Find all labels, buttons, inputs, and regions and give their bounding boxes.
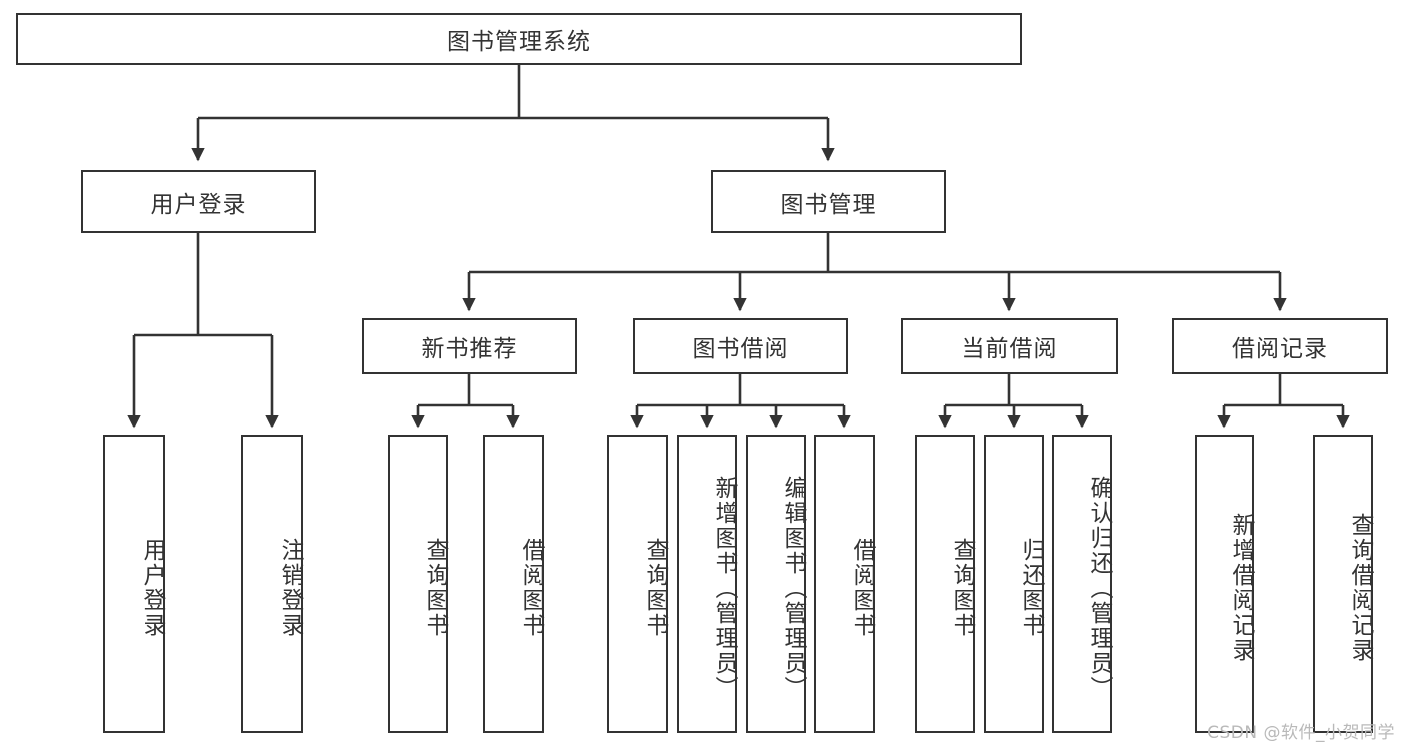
node-leaf-borrow-book-1-label: 借阅图书 [518, 538, 544, 638]
node-borrow-record-label: 借阅记录 [1232, 336, 1328, 362]
node-leaf-confirm-return[interactable]: 确认归还（管理员） [1052, 435, 1112, 733]
node-book-manage[interactable]: 图书管理 [711, 170, 946, 233]
node-leaf-add-record-label: 新增借阅记录 [1228, 513, 1254, 663]
node-leaf-return-book-label: 归还图书 [1018, 538, 1044, 638]
node-leaf-query-record-label: 查询借阅记录 [1347, 513, 1373, 663]
node-user-login-label: 用户登录 [150, 191, 247, 218]
node-leaf-user-login[interactable]: 用户登录 [103, 435, 165, 733]
node-root-label: 图书管理系统 [447, 29, 591, 55]
node-borrow-record[interactable]: 借阅记录 [1172, 318, 1388, 374]
node-leaf-add-book[interactable]: 新增图书（管理员） [677, 435, 737, 733]
node-current-borrow-label: 当前借阅 [961, 336, 1058, 362]
node-new-book-recommend[interactable]: 新书推荐 [362, 318, 577, 374]
node-book-manage-label: 图书管理 [780, 191, 877, 218]
node-leaf-confirm-return-label: 确认归还（管理员） [1086, 475, 1112, 701]
node-book-borrow-label: 图书借阅 [692, 336, 789, 362]
node-leaf-edit-book[interactable]: 编辑图书（管理员） [746, 435, 806, 733]
node-leaf-add-book-label: 新增图书（管理员） [711, 475, 737, 701]
node-leaf-user-login-label: 用户登录 [139, 538, 165, 638]
watermark: CSDN @软件_小贺同学 [1207, 723, 1395, 743]
node-leaf-borrow-book-1[interactable]: 借阅图书 [483, 435, 544, 733]
node-leaf-query-record[interactable]: 查询借阅记录 [1313, 435, 1373, 733]
node-book-borrow[interactable]: 图书借阅 [633, 318, 848, 374]
node-leaf-edit-book-label: 编辑图书（管理员） [780, 475, 806, 701]
node-user-login[interactable]: 用户登录 [81, 170, 316, 233]
node-leaf-query-book-1[interactable]: 查询图书 [388, 435, 448, 733]
node-root[interactable]: 图书管理系统 [16, 13, 1022, 65]
node-new-book-recommend-label: 新书推荐 [421, 336, 518, 362]
node-leaf-return-book[interactable]: 归还图书 [984, 435, 1044, 733]
node-leaf-logout[interactable]: 注销登录 [241, 435, 303, 733]
node-leaf-borrow-book-2-label: 借阅图书 [849, 538, 875, 638]
node-current-borrow[interactable]: 当前借阅 [901, 318, 1118, 374]
node-leaf-add-record[interactable]: 新增借阅记录 [1195, 435, 1254, 733]
node-leaf-query-book-3[interactable]: 查询图书 [915, 435, 975, 733]
node-leaf-query-book-1-label: 查询图书 [422, 538, 448, 638]
node-leaf-query-book-3-label: 查询图书 [949, 538, 975, 638]
node-leaf-borrow-book-2[interactable]: 借阅图书 [814, 435, 875, 733]
node-leaf-logout-label: 注销登录 [277, 538, 303, 638]
node-leaf-query-book-2-label: 查询图书 [642, 538, 668, 638]
node-leaf-query-book-2[interactable]: 查询图书 [607, 435, 668, 733]
